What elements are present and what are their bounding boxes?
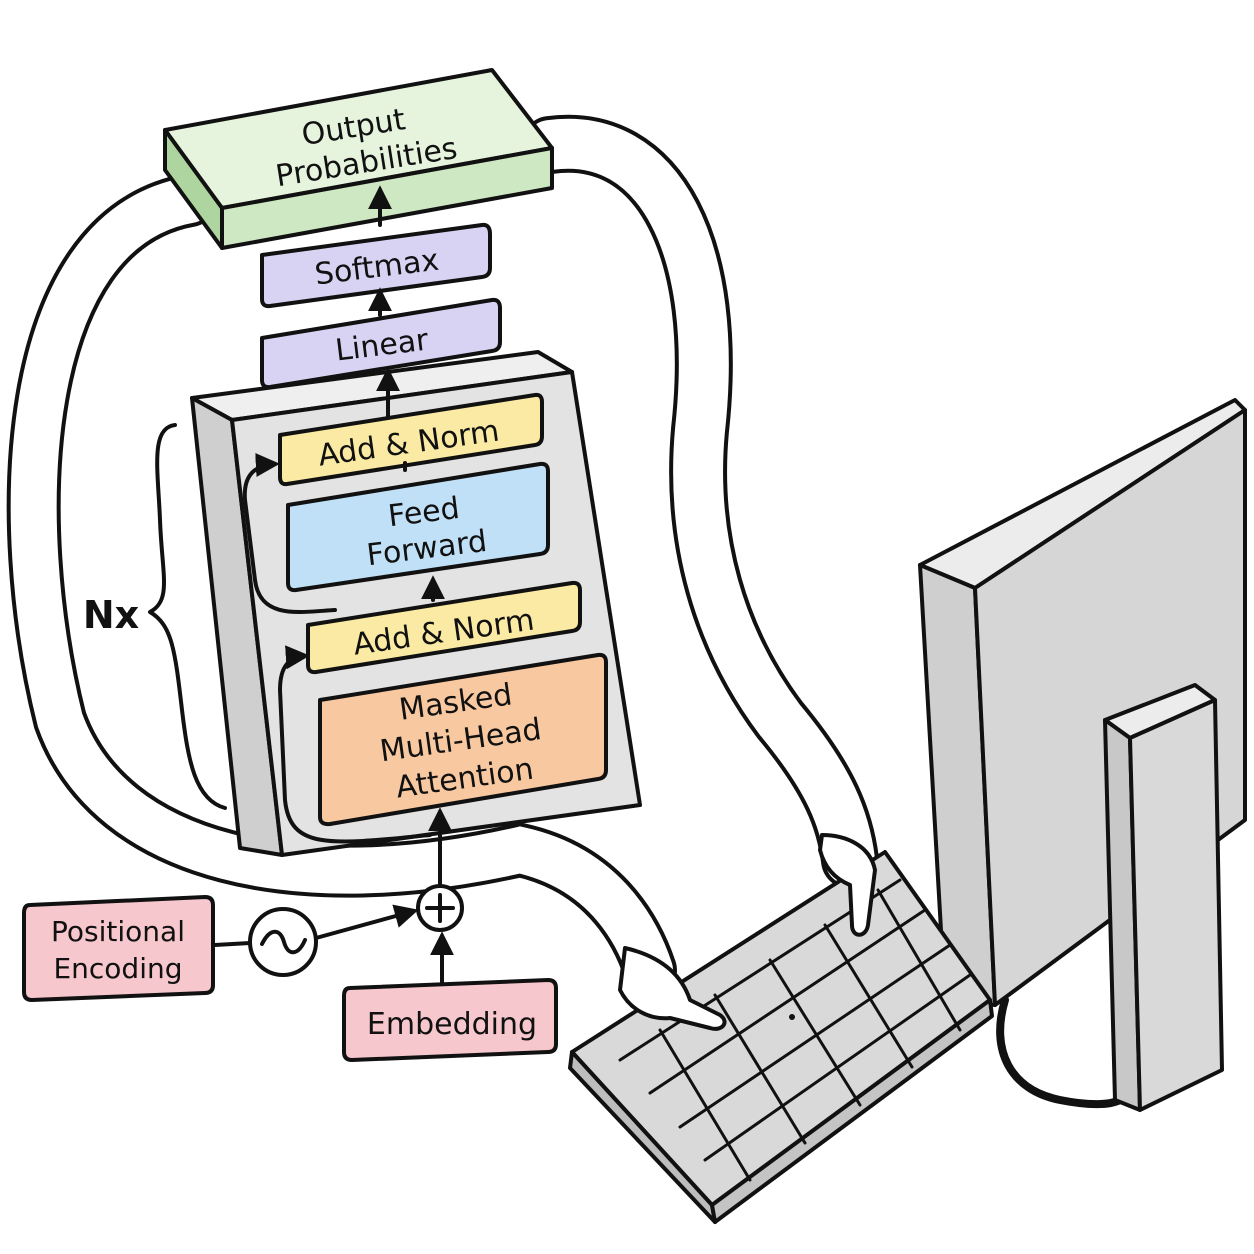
residual-bottom	[278, 645, 432, 844]
feed-forward-label-line1: Feed	[386, 491, 461, 534]
hand-icon	[618, 833, 877, 1031]
sine-wave-icon	[248, 907, 318, 977]
positional-encoding-box: Positional Encoding	[22, 895, 215, 1002]
residual-top	[242, 452, 337, 614]
computer-monitor-icon	[918, 398, 1247, 1112]
nx-brace: Nx	[83, 423, 227, 810]
embedding-box: Embedding	[342, 978, 558, 1062]
nx-label: Nx	[83, 593, 139, 637]
softmax-box: Softmax	[260, 222, 492, 309]
arrow-sine-to-plus	[314, 904, 419, 940]
feed-forward-box: Feed Forward	[286, 461, 550, 593]
plus-circle-icon	[416, 884, 464, 932]
right-arm	[521, 114, 879, 889]
positional-encoding-label-line2: Encoding	[53, 952, 182, 985]
line-pe-to-sine	[213, 941, 252, 947]
masked-attention-box: Masked Multi-Head Attention	[318, 652, 608, 827]
output-probabilities-box: Output Probabilities	[163, 68, 554, 250]
embedding-label: Embedding	[367, 1007, 537, 1042]
keyboard-icon	[568, 850, 994, 1224]
linear-box: Linear	[260, 297, 502, 390]
long-arm	[6, 173, 677, 997]
positional-encoding-label-line1: Positional	[51, 915, 185, 948]
